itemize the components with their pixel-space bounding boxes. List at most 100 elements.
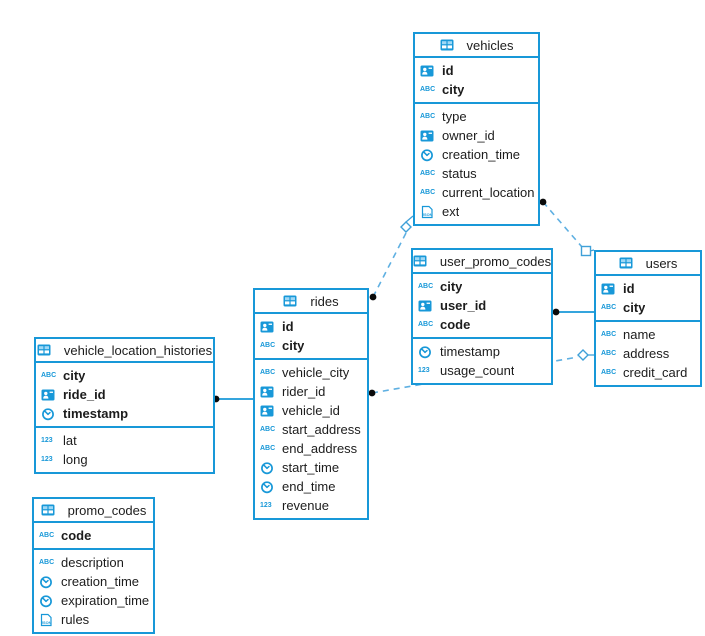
column-name: city	[440, 279, 463, 294]
column-row-user_promo_codes-user_id[interactable]: user_id	[413, 296, 551, 315]
table-header-promo_codes[interactable]: promo_codes	[34, 499, 153, 523]
column-name: rider_id	[282, 384, 326, 399]
numeric-123-icon: 123	[41, 456, 59, 463]
abc-glyph: ABC	[420, 189, 436, 196]
table-icon	[41, 503, 59, 517]
abc-glyph: ABC	[601, 331, 617, 338]
column-row-rides-id[interactable]: id	[255, 317, 367, 336]
column-name: city	[282, 338, 305, 353]
column-name: city	[63, 368, 86, 383]
column-row-promo_codes-creation_time[interactable]: creation_time	[34, 572, 153, 591]
column-row-users-address[interactable]: ABC address	[596, 344, 700, 363]
column-name: end_time	[282, 479, 336, 494]
table-header-rides[interactable]: rides	[255, 290, 367, 314]
abc-glyph: ABC	[41, 372, 57, 379]
connection-dot-marker	[368, 389, 376, 397]
id-badge-icon	[41, 388, 59, 402]
table-icon	[413, 254, 431, 268]
column-row-rides-end_time[interactable]: end_time	[255, 477, 367, 496]
column-row-vehicles-owner_id[interactable]: owner_id	[415, 126, 538, 145]
column-name: start_time	[282, 460, 340, 475]
column-row-vehicle_location_histories-ride_id[interactable]: ride_id	[36, 385, 213, 404]
column-row-vehicle_location_histories-city[interactable]: ABC city	[36, 366, 213, 385]
column-row-rides-rider_id[interactable]: rider_id	[255, 382, 367, 401]
connection-diamond-marker	[400, 221, 412, 233]
abc-text-icon: ABC	[601, 350, 619, 357]
column-name: user_id	[440, 298, 487, 313]
id-badge-icon	[420, 129, 438, 143]
abc-glyph: ABC	[260, 369, 276, 376]
id-badge-icon	[260, 320, 278, 334]
abc-glyph: ABC	[260, 445, 276, 452]
table-icon	[440, 38, 458, 52]
abc-text-icon: ABC	[260, 369, 278, 376]
column-row-user_promo_codes-city[interactable]: ABC city	[413, 277, 551, 296]
abc-text-icon: ABC	[420, 86, 438, 93]
table-header-vehicle_location_histories[interactable]: vehicle_location_histories	[36, 339, 213, 363]
relationship-rides-to-vehicles	[369, 215, 414, 301]
table-title: user_promo_codes	[439, 253, 552, 269]
table-header-vehicles[interactable]: vehicles	[415, 34, 538, 58]
abc-glyph: ABC	[418, 283, 434, 290]
column-row-vehicles-current_location[interactable]: ABC current_location	[415, 183, 538, 202]
id-badge-icon	[260, 385, 278, 399]
column-name: long	[63, 452, 88, 467]
abc-text-icon: ABC	[260, 445, 278, 452]
connection-dot-marker	[369, 293, 377, 301]
abc-text-icon: ABC	[601, 331, 619, 338]
json-document-icon: JSON	[39, 613, 57, 627]
column-row-vehicles-creation_time[interactable]: creation_time	[415, 145, 538, 164]
clock-icon	[418, 345, 436, 359]
column-name: type	[442, 109, 467, 124]
table-header-users[interactable]: users	[596, 252, 700, 276]
column-name: creation_time	[61, 574, 140, 589]
column-name: code	[61, 528, 92, 543]
column-row-user_promo_codes-timestamp[interactable]: timestamp	[413, 342, 551, 361]
column-row-users-id[interactable]: id	[596, 279, 700, 298]
column-name: current_location	[442, 185, 534, 200]
column-row-rides-vehicle_id[interactable]: vehicle_id	[255, 401, 367, 420]
column-row-vehicle_location_histories-timestamp[interactable]: timestamp	[36, 404, 213, 423]
column-row-vehicles-id[interactable]: id	[415, 61, 538, 80]
column-row-vehicle_location_histories-long[interactable]: 123 long	[36, 450, 213, 469]
table-title: vehicle_location_histories	[63, 342, 213, 358]
column-name: timestamp	[63, 406, 129, 421]
column-name: address	[623, 346, 670, 361]
column-row-rides-start_time[interactable]: start_time	[255, 458, 367, 477]
json-document-icon: JSON	[420, 205, 438, 219]
table-header-user_promo_codes[interactable]: user_promo_codes	[413, 250, 551, 274]
column-row-promo_codes-expiration_time[interactable]: expiration_time	[34, 591, 153, 610]
clock-icon	[41, 407, 59, 421]
